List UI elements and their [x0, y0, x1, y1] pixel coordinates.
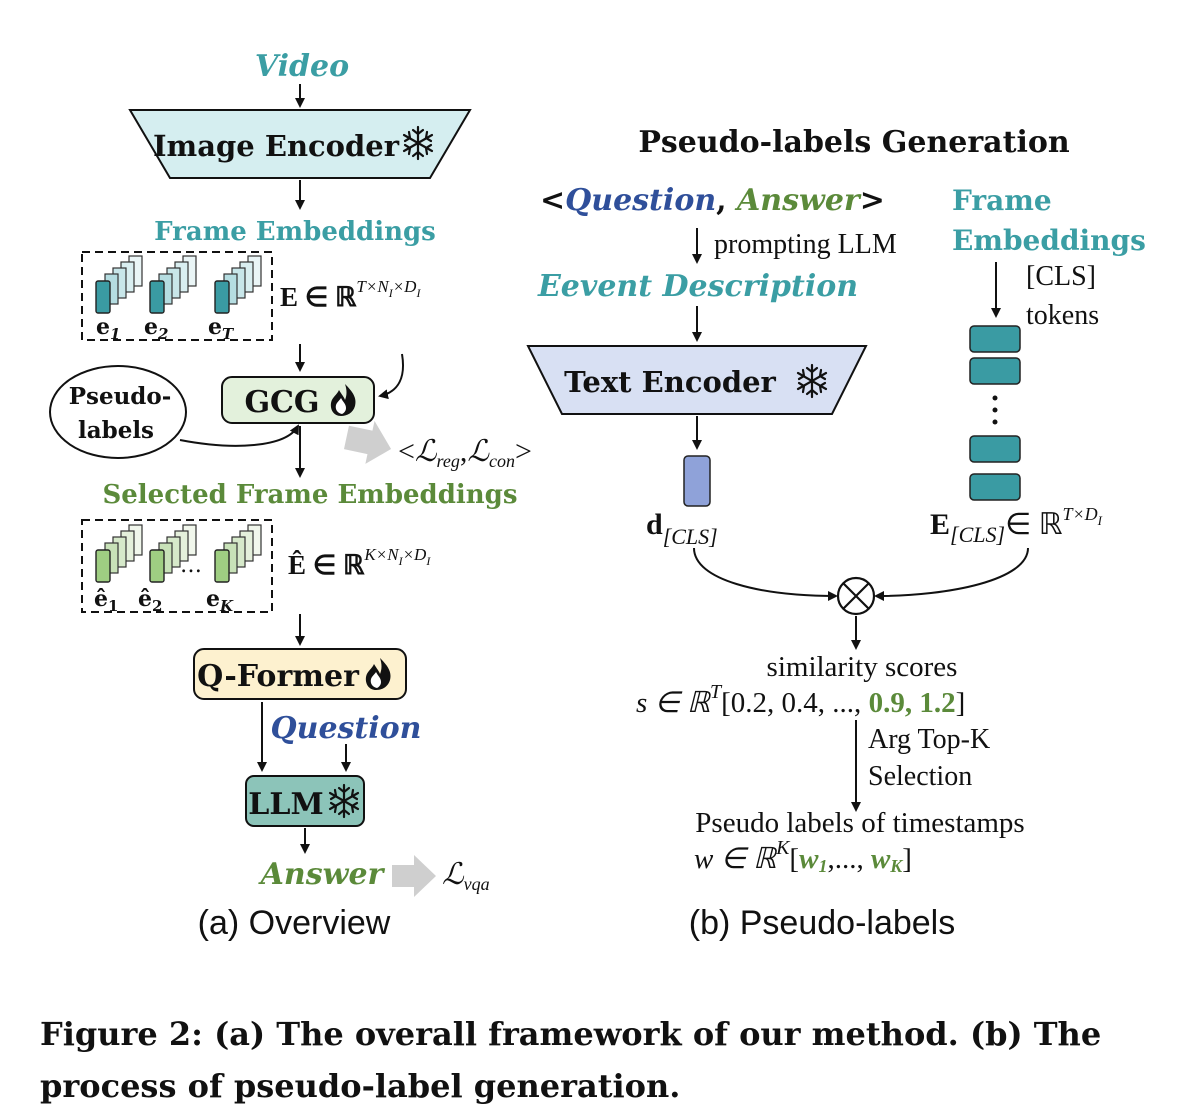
otimes-icon: [836, 576, 876, 616]
gcg-losses: <ℒreg,ℒcon>: [398, 435, 532, 471]
arrow-d-otimes: [693, 547, 838, 601]
figure-caption: Figure 2: (a) The overall framework of o…: [40, 1015, 1102, 1105]
cls-tokens-line2: tokens: [1026, 300, 1099, 331]
pseudo-caption: (b) Pseudo-labels: [689, 904, 955, 942]
answer-label: Answer: [258, 857, 386, 892]
qformer-label: Q-Former: [197, 659, 360, 694]
similarity-scores-label: similarity scores: [767, 651, 958, 683]
eh2-label: ê2: [138, 586, 162, 615]
arrow-E-otimes: [874, 547, 1029, 601]
vqa-loss: ℒvqa: [442, 858, 490, 894]
pseudo-timestamps-label: Pseudo labels of timestamps: [695, 807, 1024, 839]
text-encoder: Text Encoder: [526, 345, 868, 415]
argtopk-line2: Selection: [868, 761, 972, 792]
selected-stack-K: [214, 524, 262, 583]
qformer-module: Q-Former: [193, 648, 407, 700]
E-cls-math: E[CLS]∈ ℝT×DI: [930, 504, 1103, 547]
event-description-label: Eevent Description: [537, 269, 858, 304]
frame-stack-1: [95, 255, 143, 314]
question-answer-pair: <Question, Answer>: [540, 183, 885, 218]
selected-frame-embeddings-label: Selected Frame Embeddings: [102, 480, 517, 510]
vqa-loss-arrow: [392, 855, 436, 897]
question-label: Question: [271, 711, 422, 746]
pseudo-labels-line1: Pseudo-: [69, 383, 172, 410]
e2-label: e2: [144, 314, 168, 343]
arrow-pseudo-gcg: [179, 424, 299, 447]
loss-arrow: [343, 420, 392, 464]
frame-embeddings-box: e1 e2 eT: [81, 251, 273, 343]
frame-embeddings-line2: Embeddings: [952, 224, 1146, 257]
gcg-label: GCG: [244, 385, 319, 420]
selected-stack-1: [95, 524, 143, 583]
d-cls-token: [683, 455, 711, 507]
d-cls-math: d[CLS]: [646, 508, 718, 549]
Ehat-dimension-math: Ê ∈ ℝK×NI×DI: [288, 545, 431, 580]
ehK-label: eK: [206, 586, 234, 615]
selected-stack-2: [149, 524, 197, 583]
image-encoder: Image Encoder: [128, 109, 472, 179]
E-dimension-math: E ∈ ℝT×NI×DI: [280, 277, 421, 312]
llm-module: LLM: [245, 775, 365, 827]
image-encoder-label: Image Encoder: [153, 129, 400, 163]
frame-embeddings-line1: Frame: [952, 184, 1052, 217]
frame-stack-T: [214, 255, 262, 314]
selected-embeddings-box: … ê1 ê2 eK: [81, 519, 273, 615]
framework-diagram: Video Image Encoder Frame Embeddings: [49, 49, 1146, 942]
pseudo-title: Pseudo-labels Generation: [638, 125, 1070, 160]
frame-embeddings-label: Frame Embeddings: [154, 217, 436, 247]
eT-label: eT: [208, 314, 235, 343]
w-math: w ∈ ℝK[w1,..., wK]: [694, 837, 912, 876]
argtopk-line1: Arg Top-K: [868, 724, 990, 755]
frame-stack-2: [149, 255, 197, 314]
pseudo-labels-line2: labels: [78, 417, 154, 444]
arrow-E-gcg: [378, 353, 404, 400]
gcg-module: GCG: [221, 376, 375, 424]
overview-caption: (a) Overview: [198, 904, 391, 942]
eh1-label: ê1: [94, 586, 118, 615]
pseudo-labels-ellipse: Pseudo- labels: [49, 365, 187, 459]
text-encoder-label: Text Encoder: [564, 365, 776, 399]
llm-label: LLM: [248, 787, 323, 822]
selected-dots: …: [180, 553, 202, 578]
cls-tokens-line1: [CLS]: [1026, 261, 1096, 292]
cls-token-stack: [969, 325, 1021, 501]
prompting-llm-label: prompting LLM: [714, 229, 897, 260]
video-label: Video: [255, 49, 349, 84]
e1-label: e1: [96, 314, 120, 343]
similarity-math: s ∈ ℝT[0.2, 0.4, ..., 0.9, 1.2]: [636, 681, 965, 719]
